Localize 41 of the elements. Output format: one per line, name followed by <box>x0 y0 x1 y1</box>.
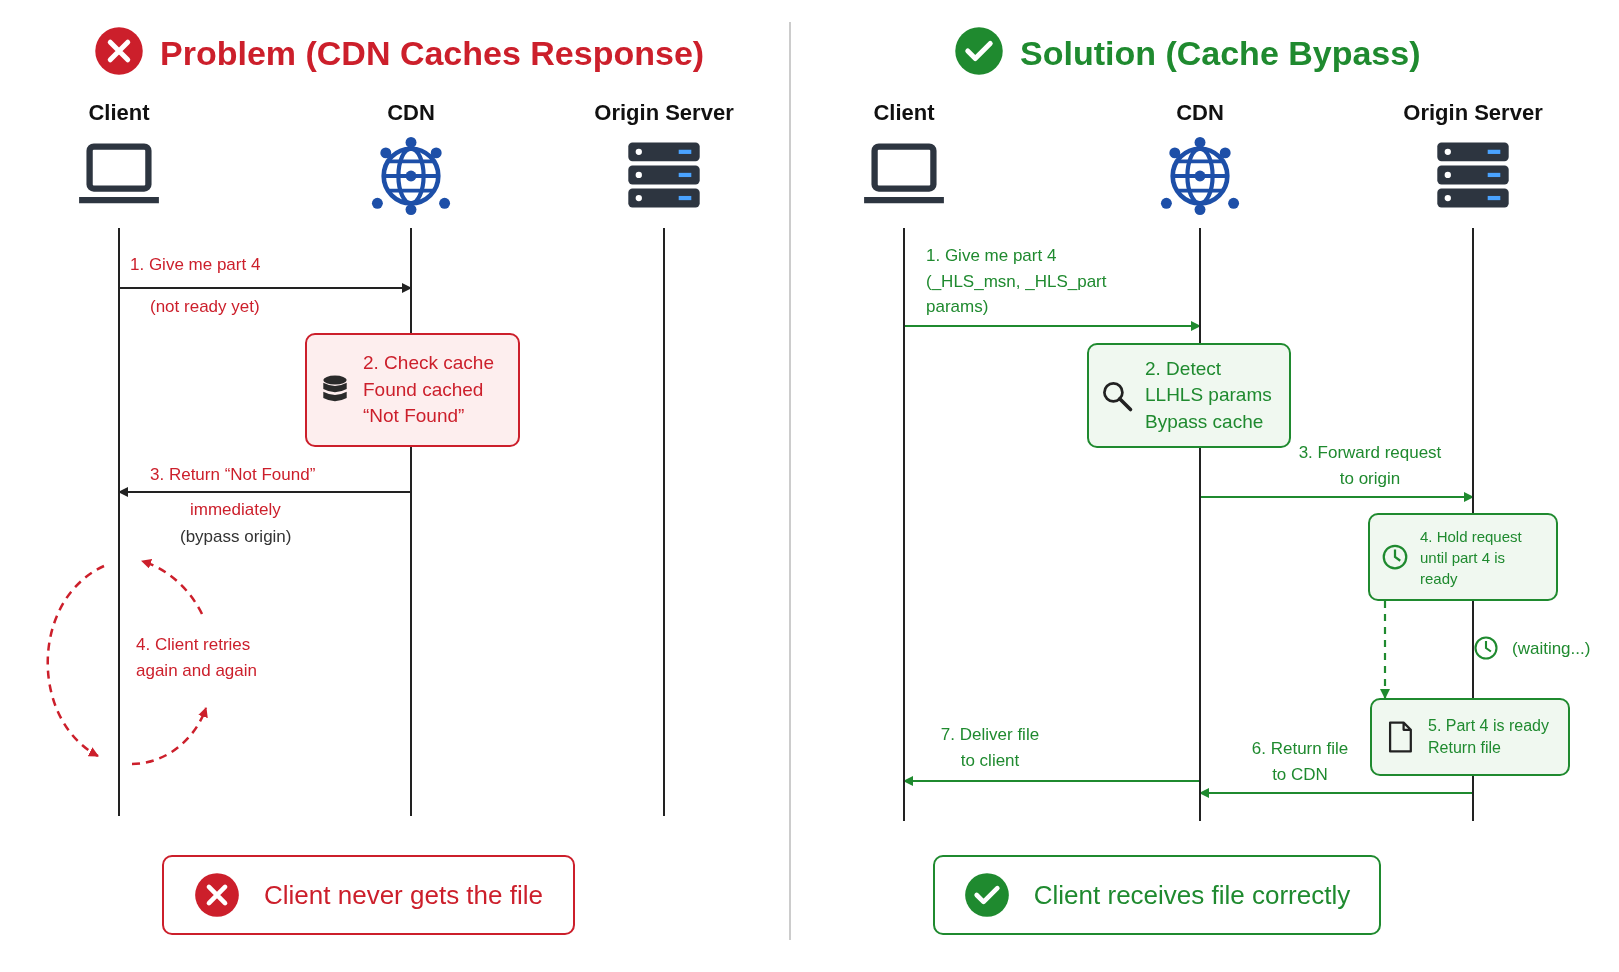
box-text: Bypass cache <box>1145 409 1265 434</box>
result-banner <box>933 855 1381 935</box>
edge-label: 7. Deliver file to client <box>939 724 1041 772</box>
panel-title: Problem (CDN Caches Response) <box>160 33 705 74</box>
process-box <box>305 333 520 447</box>
annotation-text: (waiting...) <box>1512 638 1591 660</box>
process-box <box>1370 698 1570 776</box>
edge-label: 1. Give me part 4 <box>130 254 262 276</box>
panel-title: Solution (Cache Bypass) <box>1020 33 1421 74</box>
arrow <box>118 487 411 497</box>
arrow <box>1200 492 1474 502</box>
box-heading: 4. Hold request until part 4 is ready <box>1420 526 1523 589</box>
box-text: Found cached “Not Found” <box>363 377 485 429</box>
process-box <box>1368 513 1558 601</box>
participant-name: Origin Server <box>1403 100 1543 126</box>
edge-label: 3. Forward request to origin <box>1297 442 1443 490</box>
annotation-text: immediately <box>190 499 281 521</box>
participant-name: CDN <box>1176 100 1224 126</box>
arrow <box>1380 601 1390 699</box>
arrow <box>119 283 412 293</box>
result-text: Client receives file correctly <box>1033 878 1351 912</box>
result-text: Client never gets the file <box>264 878 543 912</box>
arrow <box>1199 788 1473 798</box>
annotation-text: (bypass origin) <box>180 526 292 548</box>
edge-label: 1. Give me part 4 (_HLS_msn, _HLS_part params) <box>926 245 1108 318</box>
note-text: 4. Client retries again and again <box>136 634 258 682</box>
process-box <box>1087 343 1291 448</box>
participant-name: CDN <box>387 100 435 126</box>
annotation-text: (not ready yet) <box>150 296 260 318</box>
edge-label: 3. Return “Not Found” <box>150 464 317 486</box>
participant-name: Origin Server <box>594 100 734 126</box>
edge-label: 6. Return file to CDN <box>1250 738 1350 786</box>
participant-name: Client <box>88 100 150 126</box>
arrow <box>904 321 1201 331</box>
box-heading: 5. Part 4 is ready <box>1428 715 1549 736</box>
arrow <box>903 776 1200 786</box>
box-text: Return file <box>1428 738 1502 758</box>
box-heading: 2. Check cache <box>363 351 495 376</box>
participant-name: Client <box>873 100 935 126</box>
result-banner <box>162 855 575 935</box>
box-heading: 2. Detect LLHLS params <box>1145 356 1273 408</box>
